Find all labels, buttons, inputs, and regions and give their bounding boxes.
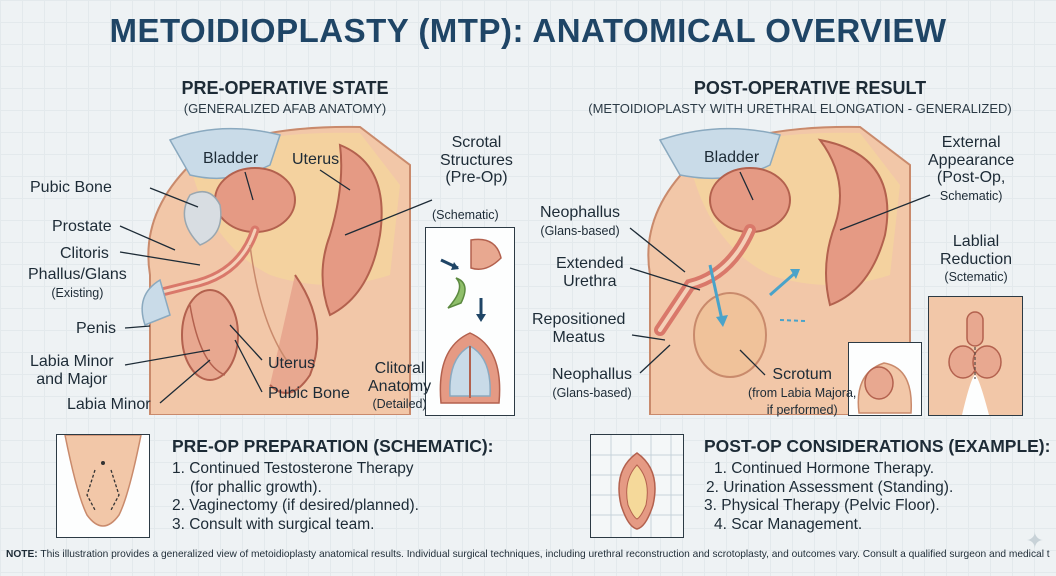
- label-labial-3: (Sctematic): [944, 270, 1008, 285]
- labia-shape: [181, 289, 239, 381]
- label-meatus-2: Meatus: [552, 328, 605, 346]
- external-appearance-illustration: [857, 362, 913, 414]
- label-clitoral-1: Clitoral: [374, 360, 425, 377]
- scrotal-schematic-illustration: [439, 238, 502, 404]
- label-penis: Penis: [76, 320, 117, 337]
- pre-op-subtitle: (GENERALIZED AFAB ANATOMY): [183, 101, 387, 116]
- arrow-icon: [708, 264, 724, 321]
- label-scrotal-3: (Pre-Op): [445, 169, 508, 187]
- label-phallus-text: Phallus/Glans: [28, 266, 127, 283]
- preop-prep-list: 1. Continued Testosterone Therapy (for p…: [172, 460, 419, 534]
- label-urethra-2: Urethra: [563, 272, 617, 290]
- postop-cons-item: 4. Scar Management.: [714, 515, 863, 533]
- label-labial-reduction: Lablial Reduction (Sctematic): [940, 233, 1012, 286]
- postop-illustration: [591, 435, 683, 537]
- label-scrotum-3: if performed): [766, 403, 838, 418]
- label-neophallus-top-2: (Glans-based): [540, 223, 620, 238]
- label-urethra-1: Extended: [556, 255, 624, 272]
- label-clitoral-3: (Detailed): [372, 397, 427, 412]
- label-external-2: Appearance: [928, 151, 1015, 169]
- label-bladder-post: Bladder: [704, 149, 760, 166]
- label-extended-urethra: Extended Urethra: [556, 255, 624, 290]
- preop-prep-item: 3. Consult with surgical team.: [172, 515, 375, 533]
- label-external-3: (Post-Op,: [936, 169, 1006, 187]
- footer-note-prefix: NOTE:: [6, 549, 38, 560]
- preop-prep-item: 2. Vaginectomy (if desired/planned).: [172, 497, 419, 515]
- sparkle-icon: ✦: [1025, 528, 1044, 553]
- external-appearance-box: [848, 342, 922, 416]
- label-schematic-text: (Schematic): [432, 208, 499, 222]
- preop-prep-heading: PRE-OP PREPARATION (SCHEMATIC):: [172, 436, 494, 456]
- postop-cons-heading: POST-OP CONSIDERATIONS (EXAMPLE):: [704, 436, 1051, 456]
- label-neophallus-top-1: Neophallus: [540, 204, 621, 221]
- label-labia-minor-major-1: Labia Minor: [30, 353, 114, 370]
- preop-prep-illustration: [64, 434, 142, 527]
- label-phallus: Phallus/Glans (Existing): [28, 266, 127, 301]
- label-labia-minor-major-2: and Major: [36, 370, 108, 388]
- label-external-appearance: External Appearance (Post-Op, Schematic): [928, 134, 1014, 204]
- postop-cons-list: 1. Continued Hormone Therapy. 2. Urinati…: [704, 460, 953, 534]
- label-neophallus-bottom: Neophallus (Glans-based): [552, 366, 632, 401]
- postop-cons-item: 1. Continued Hormone Therapy.: [714, 460, 934, 477]
- label-labia-minor: Labia Minor: [67, 396, 151, 413]
- label-schematic: (Schematic): [432, 206, 499, 224]
- post-op-title: POST-OPERATIVE RESULT: [693, 78, 927, 98]
- preop-prep-item: (for phallic growth).: [190, 478, 322, 496]
- label-uterus-pre-bottom: Uterus: [268, 355, 316, 372]
- label-pubic-bone-pre: Pubic Bone: [30, 179, 112, 196]
- label-neophallus-bottom-2: (Glans-based): [552, 385, 632, 400]
- label-labia-minor-major: Labia Minor and Major: [30, 353, 114, 388]
- scrotum-shape: [693, 292, 767, 378]
- label-neophallus-top: Neophallus (Glans-based): [540, 204, 620, 239]
- label-labial-2: Reduction: [940, 250, 1013, 268]
- postop-cons-item: 2. Urination Assessment (Standing).: [706, 478, 954, 496]
- footer-note-text: This illustration provides a generalized…: [37, 549, 1050, 560]
- labial-reduction-box: [928, 296, 1023, 416]
- preop-prep-illustration-box: [56, 434, 150, 538]
- label-meatus-1: Repositioned: [532, 311, 626, 328]
- preop-prep-item: 1. Continued Testosterone Therapy: [172, 460, 414, 477]
- label-scrotum-2: (from Labia Majora,: [748, 385, 857, 400]
- label-labial-1: Lablial: [952, 233, 1000, 250]
- page-title: METOIDIOPLASTY (MTP): ANATOMICAL OVERVIE…: [109, 12, 947, 49]
- label-scrotal-structures: Scrotal Structures (Pre-Op): [440, 134, 513, 187]
- pre-op-title: PRE-OPERATIVE STATE: [181, 78, 389, 98]
- postop-illustration-box: [590, 434, 684, 538]
- label-bladder-pre: Bladder: [203, 150, 259, 167]
- bladder-shape: [214, 167, 296, 233]
- label-scrotal-1: Scrotal: [451, 134, 502, 151]
- label-scrotal-2: Structures: [440, 151, 513, 169]
- label-prostate: Prostate: [52, 218, 112, 235]
- footer-note: NOTE: This illustration provides a gener…: [6, 549, 1050, 560]
- post-op-subtitle: (METOIDIOPLASTY WITH URETHRAL ELONGATION…: [588, 101, 1012, 116]
- label-external-4: Schematic): [939, 188, 1003, 203]
- pre-op-anatomy-illustration: [141, 125, 411, 415]
- bladder-shape: [709, 167, 791, 233]
- label-scrotum: Scrotum (from Labia Majora, if performed…: [748, 366, 856, 419]
- scrotal-schematic-box: [425, 227, 515, 416]
- label-uterus-pre-top: Uterus: [292, 151, 340, 168]
- label-neophallus-bottom-1: Neophallus: [552, 366, 633, 383]
- label-external-1: External: [941, 134, 1001, 151]
- label-clitoral-2: Anatomy: [368, 377, 432, 395]
- label-pubic-bone-pre-bottom: Pubic Bone: [268, 385, 350, 402]
- postop-cons-item: 3. Physical Therapy (Pelvic Floor).: [704, 497, 940, 515]
- label-clitoral-anatomy: Clitoral Anatomy (Detailed): [368, 360, 431, 413]
- label-phallus-sub: (Existing): [51, 285, 104, 300]
- label-repositioned-meatus: Repositioned Meatus: [532, 311, 625, 346]
- label-scrotum-1: Scrotum: [772, 366, 832, 383]
- label-clitoris: Clitoris: [60, 245, 109, 262]
- labial-reduction-illustration: [929, 297, 1022, 415]
